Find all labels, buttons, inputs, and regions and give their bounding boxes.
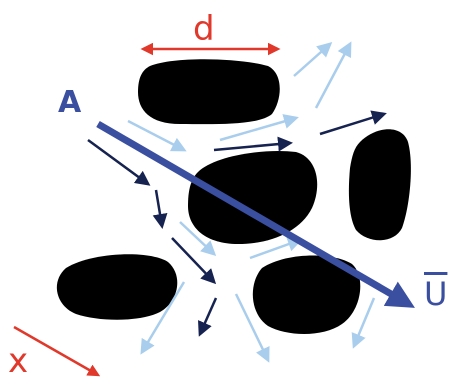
light-streamline [179, 221, 217, 257]
particle-right [348, 129, 411, 241]
dark-streamline [198, 297, 218, 337]
point-a-label: A [58, 85, 82, 120]
particle-top [138, 59, 280, 125]
light-streamline [127, 119, 187, 152]
x-axis-arrow [13, 325, 101, 377]
particle-lower-right [252, 255, 361, 334]
x-axis-label: x [8, 341, 29, 381]
light-streamline [351, 297, 376, 349]
light-streamline [140, 281, 186, 355]
light-streamline [219, 114, 299, 142]
dark-streamline [213, 136, 293, 152]
velocity-label: U [424, 275, 448, 313]
dark-streamline [319, 110, 387, 136]
light-streamline [249, 237, 303, 260]
light-streamline [314, 41, 352, 109]
dark-streamline [87, 138, 151, 186]
dark-streamline [152, 189, 168, 229]
dark-streamline [171, 237, 217, 285]
diameter-label: d [193, 9, 215, 49]
light-streamline [234, 293, 270, 363]
particle-lower-left [56, 254, 178, 320]
mean-flow-arrow [96, 120, 415, 308]
particle-center [188, 150, 318, 244]
light-streamlines [127, 41, 376, 363]
particles [56, 59, 411, 334]
light-streamline [293, 42, 333, 77]
dark-streamlines [87, 110, 387, 337]
